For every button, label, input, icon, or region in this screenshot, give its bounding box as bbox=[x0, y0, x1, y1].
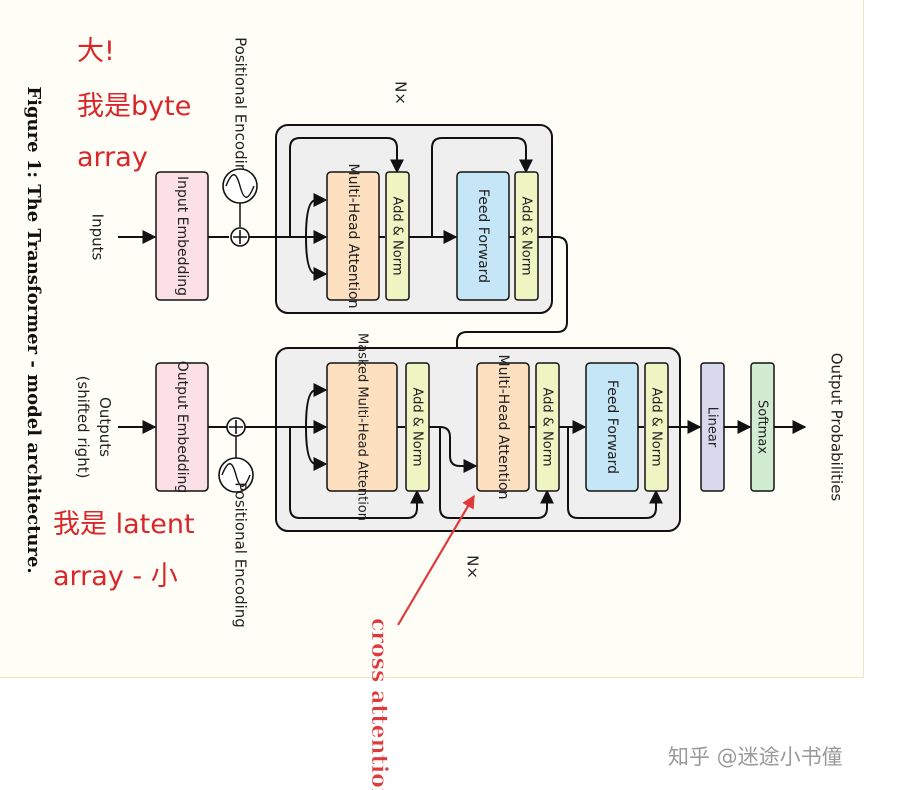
linear-label: Linear bbox=[705, 407, 720, 448]
annotation-small-line-2: array - 小 bbox=[53, 561, 178, 592]
arrow-enc-branch-v bbox=[305, 236, 328, 281]
input-embedding-label: Input Embedding bbox=[174, 176, 190, 296]
encoder-attention-label-group: Multi-Head Attention bbox=[345, 164, 361, 309]
softmax-label: Softmax bbox=[755, 400, 770, 454]
encoder-repeat-label-group: N× bbox=[392, 81, 410, 105]
decoder-ffn-label: Feed Forward bbox=[604, 380, 620, 474]
paper-background bbox=[0, 0, 864, 678]
cross-attention-annotation-group: cross attention bbox=[366, 618, 393, 790]
decoder-addnorm-1-label: Add & Norm bbox=[410, 387, 425, 466]
cross-attention-annotation: cross attention bbox=[366, 618, 392, 790]
output-embedding-label: Output Embedding bbox=[174, 361, 190, 494]
arrow-enc-residual-2 bbox=[431, 137, 533, 237]
decoder-input-label-2-group: (shifted right) bbox=[74, 376, 92, 479]
decoder-input-label-2: (shifted right) bbox=[74, 376, 92, 479]
encoder-addnorm-2-label: Add & Norm bbox=[519, 196, 534, 275]
cross-attention-pointer-arrow bbox=[397, 494, 475, 626]
decoder-positional-label-group: Positional Encoding bbox=[232, 482, 250, 628]
encoder-addnorm-1-label: Add & Norm bbox=[390, 196, 405, 275]
arrow-enc-branch-k bbox=[305, 193, 328, 238]
encoder-input-label-group: Inputs bbox=[89, 214, 107, 261]
decoder-addnorm-2-label-group: Add & Norm bbox=[540, 387, 555, 466]
arrow-dec-branch-k bbox=[305, 383, 328, 428]
decoder-masked-attention-label-group: Masked Multi-Head Attention bbox=[355, 333, 370, 521]
arrow-dec-residual-2 bbox=[439, 427, 554, 519]
encoder-plus-sign bbox=[233, 230, 247, 244]
annotation-big-line-3: array bbox=[77, 142, 148, 173]
annotation-small-line-1: 我是 latent bbox=[53, 509, 195, 540]
arrow-dec-residual-1 bbox=[289, 427, 424, 519]
decoder-addnorm-1-label-group: Add & Norm bbox=[410, 387, 425, 466]
encoder-attention-label: Multi-Head Attention bbox=[345, 164, 361, 309]
decoder-plus-sign bbox=[229, 420, 243, 434]
linear-label-group: Linear bbox=[705, 407, 720, 448]
decoder-positional-label: Positional Encoding bbox=[232, 482, 250, 628]
encoder-addnorm-2-label-group: Add & Norm bbox=[519, 196, 534, 275]
encoder-addnorm-1-label-group: Add & Norm bbox=[390, 196, 405, 275]
decoder-cross-attention-label-group: Multi-Head Attention bbox=[495, 355, 511, 500]
encoder-positional-label-group: Positional Encoding bbox=[232, 37, 250, 183]
encoder-repeat-label: N× bbox=[392, 81, 410, 105]
annotation-big-line-2: 我是byte bbox=[77, 91, 192, 122]
encoder-sine-curve bbox=[225, 174, 255, 198]
arrow-dec-norm-to-cross bbox=[429, 426, 478, 473]
decoder-input-label-group: Outputs bbox=[96, 397, 114, 457]
output-probabilities-label-group: Output Probabilities bbox=[828, 353, 846, 502]
decoder-masked-attention-label: Masked Multi-Head Attention bbox=[355, 333, 370, 521]
figure-caption-group: Figure 1: The Transformer - model archit… bbox=[23, 86, 44, 573]
decoder-repeat-label-group: N× bbox=[464, 555, 482, 579]
output-probabilities-label: Output Probabilities bbox=[828, 353, 846, 502]
decoder-sine-curve bbox=[221, 463, 251, 487]
decoder-addnorm-2-label: Add & Norm bbox=[540, 387, 555, 466]
decoder-ffn-label-group: Feed Forward bbox=[604, 380, 620, 474]
arrow-dec-branch-v bbox=[305, 426, 328, 471]
annotation-big-line-1: 大! bbox=[77, 36, 115, 67]
arrow-dec-residual-3 bbox=[567, 427, 663, 519]
decoder-repeat-label: N× bbox=[464, 555, 482, 579]
encoder-ffn-label-group: Feed Forward bbox=[475, 189, 491, 283]
figure-caption: Figure 1: The Transformer - model archit… bbox=[23, 86, 44, 573]
decoder-cross-attention-label: Multi-Head Attention bbox=[495, 355, 511, 500]
input-embedding-label-group: Input Embedding bbox=[174, 176, 190, 296]
encoder-ffn-label: Feed Forward bbox=[475, 189, 491, 283]
decoder-addnorm-3-label: Add & Norm bbox=[649, 387, 664, 466]
decoder-addnorm-3-label-group: Add & Norm bbox=[649, 387, 664, 466]
softmax-label-group: Softmax bbox=[755, 400, 770, 454]
zhihu-watermark: 知乎 @迷途小书僮 bbox=[668, 745, 843, 769]
arrow-enc-residual-1 bbox=[289, 137, 404, 237]
encoder-input-label: Inputs bbox=[89, 214, 107, 261]
output-embedding-label-group: Output Embedding bbox=[174, 361, 190, 494]
encoder-positional-label: Positional Encoding bbox=[232, 37, 250, 183]
decoder-input-label-1: Outputs bbox=[96, 397, 114, 457]
encoder-block bbox=[275, 124, 553, 314]
